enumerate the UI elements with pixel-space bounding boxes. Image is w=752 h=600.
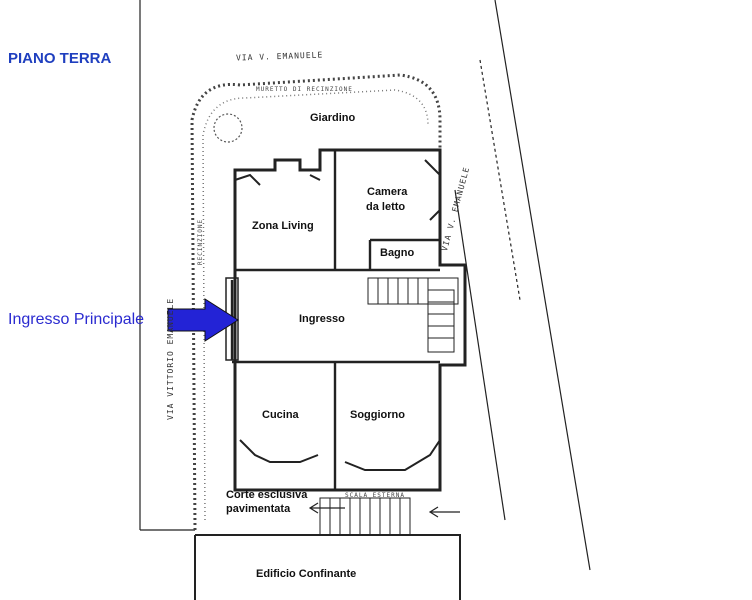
bay-window-camera	[424, 159, 441, 221]
corte-arrow	[308, 502, 345, 514]
room-label-giardino: Giardino	[310, 112, 356, 124]
neighbour-building-edge	[194, 534, 461, 600]
bay-window-cucina	[239, 439, 319, 463]
external-stair	[319, 497, 411, 536]
garden-hedge	[190, 73, 442, 531]
area-label-edificio: Edificio Confinante	[256, 568, 357, 580]
entrance-label: Ingresso Principale	[8, 311, 145, 328]
entrance-arrow	[167, 298, 239, 342]
room-label-bagno: Bagno	[380, 247, 415, 259]
property-boundary	[139, 0, 591, 571]
area-label-corte-2: pavimentata	[226, 503, 291, 515]
internal-stair	[367, 277, 459, 353]
room-label-ingresso: Ingresso	[299, 313, 345, 325]
stair-arrow	[428, 506, 460, 518]
note-hedge-top: MURETTO DI RECINZIONE	[256, 86, 353, 93]
room-label-camera-2: da letto	[366, 201, 406, 213]
room-label-zona-living: Zona Living	[252, 220, 314, 232]
area-label-corte-1: Corte esclusiva	[226, 489, 308, 501]
bay-window-soggiorno	[344, 439, 441, 471]
boundary-dotted	[479, 59, 521, 301]
house-outer-wall	[233, 148, 467, 492]
room-label-cucina: Cucina	[262, 409, 299, 421]
room-label-camera-1: Camera	[367, 186, 408, 198]
bay-window-living	[234, 173, 321, 186]
floor-title: PIANO TERRA	[8, 50, 112, 67]
room-label-soggiorno: Soggiorno	[350, 409, 405, 421]
note-hedge-left: RECINZIONE	[197, 218, 204, 265]
note-stair: SCALA ESTERNA	[345, 492, 405, 499]
boundary-right	[454, 189, 506, 521]
street-label-left: VIA VITTORIO EMANUELE	[166, 297, 175, 420]
bush-shape	[213, 113, 243, 143]
